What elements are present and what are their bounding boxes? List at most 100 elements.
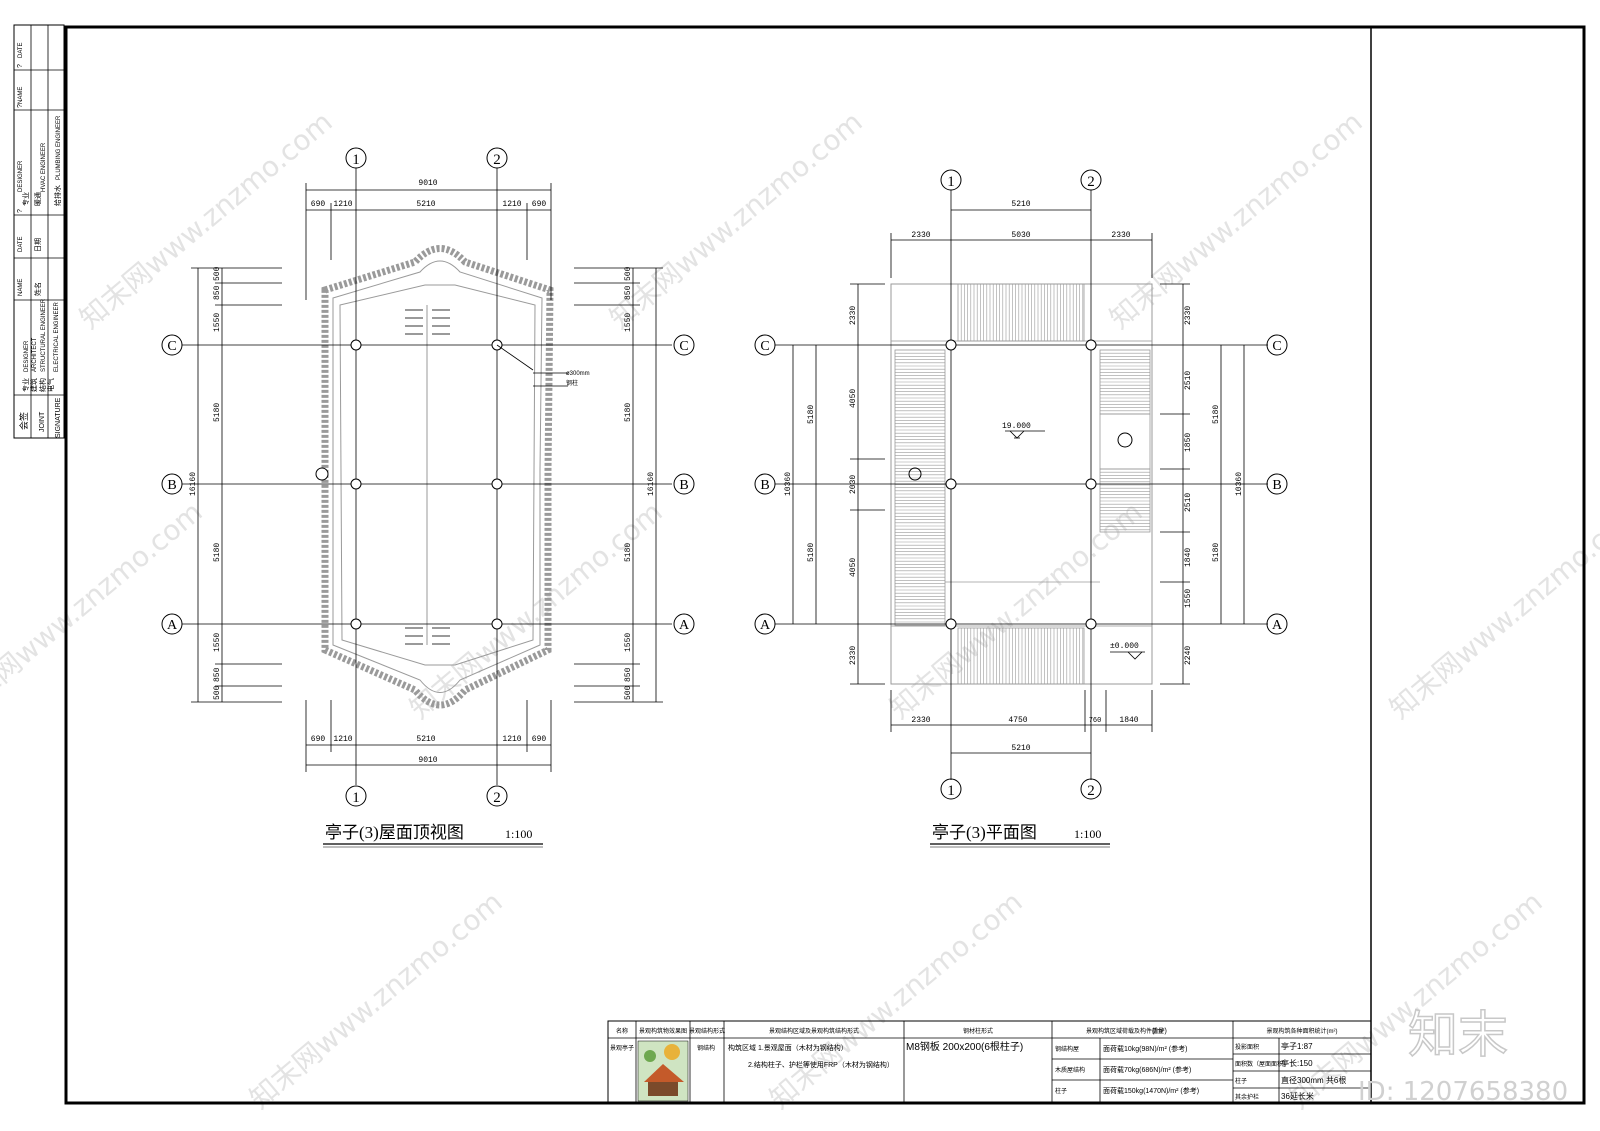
table-header: 钢材柱形式 <box>963 1027 993 1035</box>
axis-1-bottom: 1 <box>352 790 360 806</box>
watermark: 知末网www.znzmo.com <box>1103 105 1368 335</box>
row-area-1: 构筑区域 1.景观屋面（木材为钢结构） <box>728 1043 848 1052</box>
role-cn: 建筑 <box>29 378 38 392</box>
date-col: DATE <box>18 236 24 252</box>
dim: 5180 <box>1212 405 1221 424</box>
dim: 2330 <box>911 716 930 725</box>
dim: 5210 <box>1011 200 1030 209</box>
area-value: 亭子1:87 <box>1281 1041 1313 1051</box>
roof-plan-title: 亭子(3)屋面顶视图 <box>325 823 464 842</box>
dim: 1840 <box>1184 548 1193 567</box>
brand-id: ID: 1207658380 <box>1358 1077 1568 1107</box>
dim: 5180 <box>624 543 633 562</box>
dim: 2330 <box>849 646 858 665</box>
dim: 4050 <box>849 558 858 577</box>
column-note: ø300mm <box>566 371 590 377</box>
axis-c-left: C <box>167 339 176 354</box>
dim: 5180 <box>624 403 633 422</box>
floor-dims-top: 5210 2330 5030 2330 <box>890 200 1153 278</box>
axis-2-bottom: 2 <box>1087 783 1095 799</box>
load-value: 面荷载70kg(686N)/m² (参考) <box>1103 1065 1191 1074</box>
name-col: NAME <box>18 87 24 104</box>
load-name: 木质屋结构 <box>1055 1066 1085 1074</box>
placeholder: ? <box>17 64 24 68</box>
dim-total: 10360 <box>1235 472 1244 496</box>
area-value: 36延长米 <box>1281 1091 1314 1101</box>
stair-bottom <box>957 627 1085 685</box>
name-col-cn: 姓名 <box>33 282 42 296</box>
floor-plan-title: 亭子(3)平面图 <box>932 823 1037 842</box>
floor-axis-bubbles: 1 2 1 2 C B A C B A <box>754 169 1288 800</box>
axis-c-left: C <box>760 339 769 354</box>
role-en: DESIGNER <box>24 340 30 372</box>
dim: 2030 <box>849 475 858 494</box>
joint-label: JOINT <box>39 411 46 432</box>
roof-plan-scale: 1:100 <box>505 827 532 841</box>
role-en: ELECTRICAL ENGINEER <box>54 302 60 372</box>
stair-outline <box>957 627 1085 685</box>
dim: 500 <box>213 266 222 281</box>
area-value: 亭长:150 <box>1281 1058 1313 1068</box>
date-col-cn: 日期 <box>34 238 42 252</box>
dim: 5030 <box>1011 231 1030 240</box>
dim: 1550 <box>213 313 222 332</box>
axis-a-left: A <box>167 618 178 633</box>
watermark: 知末网www.znzmo.com <box>243 885 508 1115</box>
axis-2-top: 2 <box>1087 174 1095 190</box>
level-top: 19.000 <box>1002 422 1031 431</box>
dim: 850 <box>213 667 222 682</box>
dim: 760 <box>1089 717 1102 725</box>
area-value: 直径300mm 共6根 <box>1281 1075 1346 1085</box>
level-ground: ±0.000 <box>1110 642 1139 651</box>
dim-total-left: 16160 <box>189 472 198 496</box>
role-en: DESIGNER <box>18 160 24 192</box>
roof-dims-right: 500 850 1550 5180 5180 1550 850 500 1616… <box>574 266 663 703</box>
dim: 5210 <box>1011 744 1030 753</box>
dim: 1210 <box>333 200 352 209</box>
table-header: 景观构筑区域荷载及构件重量 <box>1086 1027 1164 1035</box>
info-table: 名称 景观构筑物效果图 景观结构形式 景观结构区域及景观构筑结构形式 钢材柱形式… <box>607 1020 1372 1104</box>
area-name: 投影面积 <box>1235 1043 1259 1051</box>
area-name: 柱子 <box>1235 1077 1247 1085</box>
dim: 5180 <box>213 403 222 422</box>
date-col: DATE <box>18 42 24 58</box>
axis-a-right: A <box>1272 618 1283 633</box>
load-unit: (/m²) <box>1152 1028 1167 1035</box>
roof-outline <box>321 245 554 709</box>
floor-dims-left: 5180 5180 10360 2330 4050 2030 4050 2330 <box>784 283 885 685</box>
drawing-frame <box>64 25 1586 1105</box>
brand-logo: 知末 <box>1408 1006 1508 1064</box>
axis-a-right: A <box>679 618 690 633</box>
load-name: 钢结构屋 <box>1055 1045 1079 1053</box>
dim: 1550 <box>624 633 633 652</box>
placeholder: ? <box>17 104 24 108</box>
watermark-layer: 知末网www.znzmo.com 知末网www.znzmo.com 知末网www… <box>0 105 1600 1115</box>
stair-left <box>894 349 946 627</box>
load-value: 面荷载150kg(1470N)/m² (参考) <box>1103 1086 1199 1095</box>
table-header: 景观构筑物效果图 <box>639 1027 687 1035</box>
role-cn: 结构 <box>38 378 47 392</box>
dim: 1840 <box>1119 716 1138 725</box>
axis-1-top: 1 <box>947 174 955 190</box>
load-name: 柱子 <box>1055 1087 1067 1095</box>
effect-thumbnail <box>637 1040 689 1102</box>
dim: 2330 <box>849 306 858 325</box>
role-cn: 电气 <box>46 378 55 392</box>
dim: 850 <box>213 285 222 300</box>
signoff-strip: 会签 JOINT SIGNATURE 专业 DESIGNER 建筑 ARCHIT… <box>13 24 65 439</box>
axis-b-right: B <box>679 478 688 493</box>
axis-a-left: A <box>760 618 771 633</box>
dim-total: 10360 <box>784 472 793 496</box>
axis-b-right: B <box>1272 478 1281 493</box>
row-column: M8钢板 200x200(6根柱子) <box>906 1040 1023 1053</box>
roof-dims-left: 500 850 1550 5180 5180 1550 850 500 1616… <box>189 266 282 703</box>
dim: 4050 <box>849 389 858 408</box>
dim-total-bottom: 9010 <box>418 756 437 765</box>
dim: 5210 <box>416 200 435 209</box>
role-en: ARCHITECT <box>32 337 38 372</box>
floor-dims-bottom: 2330 4750 760 1840 5210 <box>890 690 1153 754</box>
axis-1-top: 1 <box>352 152 360 168</box>
placeholder: ? <box>17 209 24 213</box>
signature-label: SIGNATURE <box>55 397 62 438</box>
